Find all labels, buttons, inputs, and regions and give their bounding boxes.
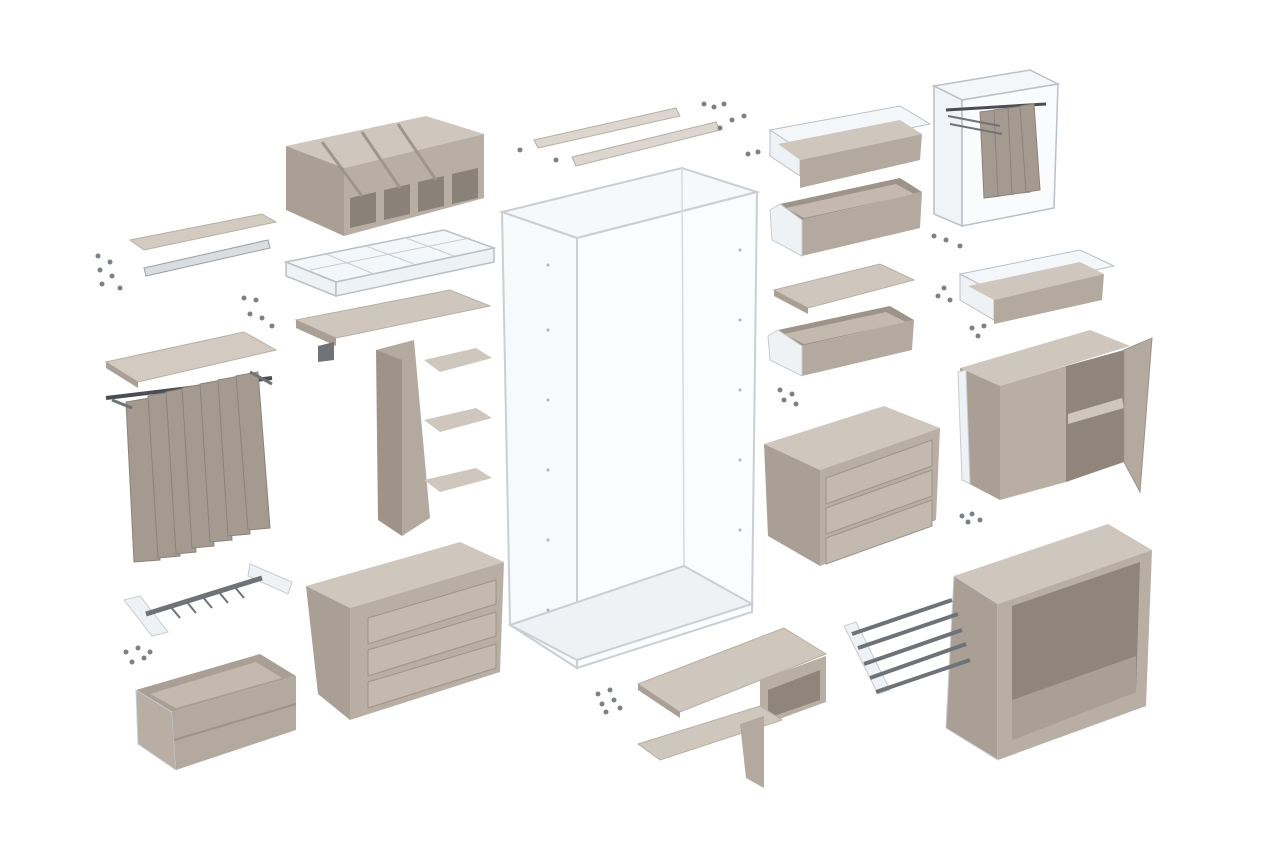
pull-out-drawer-bottom-left	[135, 654, 297, 771]
flat-shelf-middle-right	[772, 263, 916, 314]
open-drawer-box	[769, 178, 922, 257]
top-rail-bars	[533, 107, 721, 167]
shoe-rack	[843, 598, 971, 695]
three-drawer-chest-right	[764, 406, 940, 566]
screws-hardware	[595, 687, 623, 715]
three-drawer-chest-left	[306, 542, 504, 720]
screws-hardware	[777, 387, 799, 407]
screws-hardware	[959, 323, 987, 525]
corner-shelving-unit	[294, 289, 492, 536]
screws-hardware	[931, 233, 963, 303]
glass-drawer-right	[958, 249, 1116, 324]
screws-hardware	[517, 101, 761, 163]
glass-top-drawer	[768, 105, 932, 188]
bench-shelf-unit	[636, 627, 828, 788]
screws-hardware	[123, 645, 153, 665]
cubby-organizer	[286, 116, 484, 236]
open-storage-box	[945, 524, 1152, 761]
small-shelf-with-rail	[128, 213, 278, 277]
pull-out-hanger-rack	[123, 563, 293, 637]
acrylic-trouser-cabinet	[931, 69, 1061, 228]
screws-hardware	[95, 253, 275, 329]
open-door-cabinet	[957, 330, 1153, 500]
drawer-middle-right	[767, 306, 914, 377]
acrylic-wardrobe-carcass	[498, 166, 761, 670]
trouser-rack-with-pants	[104, 331, 278, 563]
acrylic-tray-organizer	[283, 229, 497, 298]
